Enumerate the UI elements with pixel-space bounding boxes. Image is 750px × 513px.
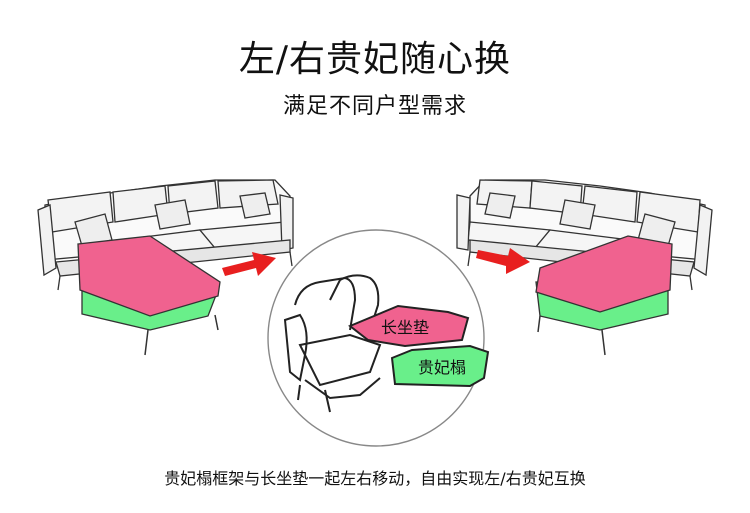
footer-caption: 贵妃榻框架与长坐垫一起左右移动，自由实现左/右贵妃互换 <box>164 469 586 488</box>
sketch-base <box>304 377 381 400</box>
chaise-label: 贵妃榻 <box>418 358 466 377</box>
right-chaise <box>535 235 673 356</box>
sofa-leg <box>57 275 61 291</box>
detail-sketch <box>283 274 382 413</box>
sofa-leg <box>467 251 471 267</box>
chaise-leg <box>214 314 219 331</box>
left-chaise <box>77 235 221 356</box>
sketch-back-right <box>329 274 380 331</box>
sketch-leg <box>324 389 331 413</box>
left-chaise-cushion <box>77 235 221 317</box>
sofa-leg <box>289 251 293 267</box>
right-pillow <box>559 199 596 230</box>
left-pillow <box>239 192 271 219</box>
sketch-arm <box>283 313 308 382</box>
right-arrow-icon <box>476 248 530 274</box>
cushion-shape <box>348 304 470 348</box>
chaise-leg <box>601 329 606 356</box>
right-chaise-cushion <box>535 235 673 313</box>
page-title: 左/右贵妃随心换 <box>238 39 512 80</box>
chaise-leg <box>537 315 541 333</box>
right-sofa-arm <box>693 204 713 277</box>
cushion-label: 长坐垫 <box>381 318 429 337</box>
left-pillow <box>154 199 191 230</box>
right-pillow <box>484 192 516 219</box>
page-subtitle: 满足不同户型需求 <box>282 94 467 119</box>
left-arrow-icon <box>222 252 276 276</box>
chaise-leg <box>144 329 149 356</box>
right-sofa-arm <box>456 194 471 251</box>
chaise-shape <box>390 344 490 388</box>
sketch-seat <box>298 333 382 387</box>
right-arm <box>279 194 294 251</box>
left-arm <box>37 204 57 277</box>
sofa-leg <box>689 275 693 291</box>
sketch-leg <box>297 384 301 401</box>
